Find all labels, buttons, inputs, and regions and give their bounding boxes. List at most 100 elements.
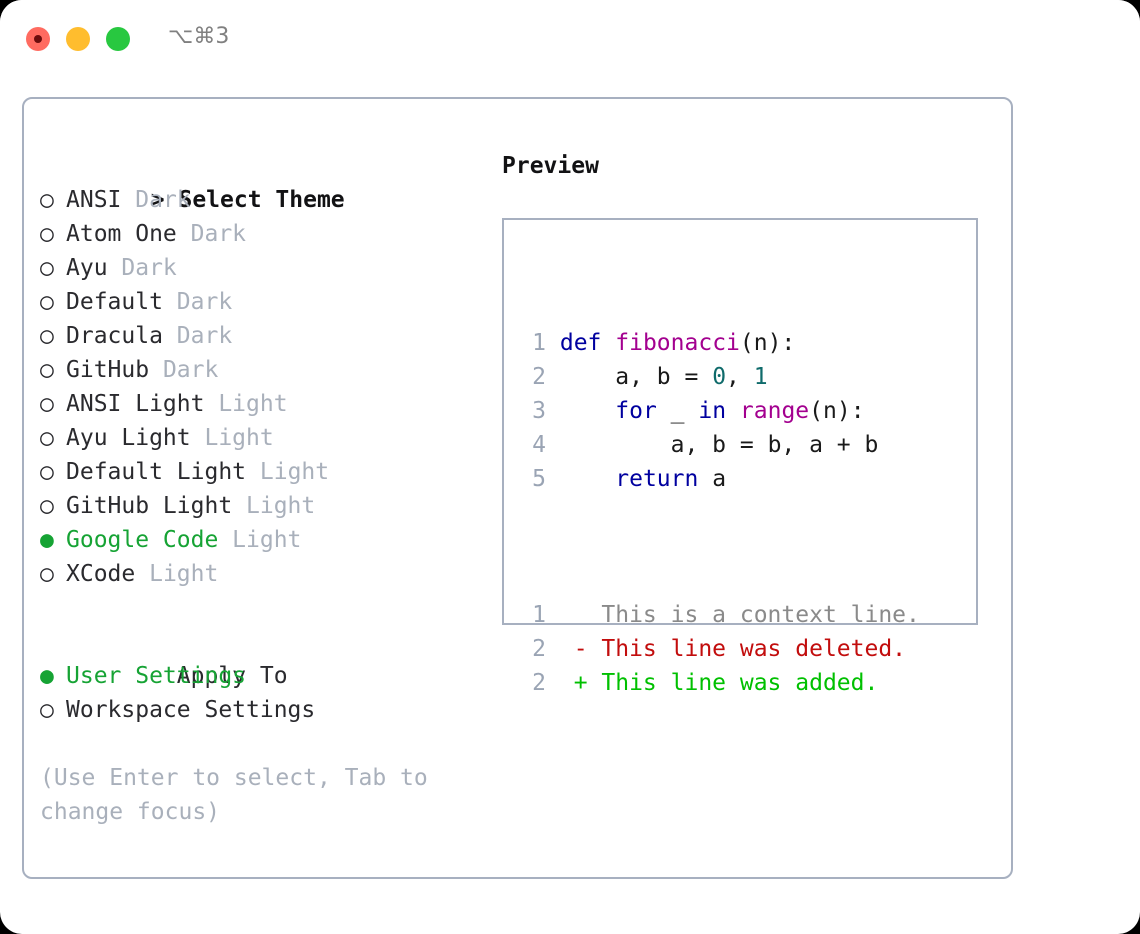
radio-unselected-icon: ○: [40, 289, 68, 315]
keyboard-hint-text: (Use Enter to select, Tab to change focu…: [40, 765, 442, 825]
radio-unselected-icon: ○: [40, 323, 68, 349]
radio-unselected-icon: ○: [40, 187, 68, 213]
code-line: 3 for _ in range(n):: [520, 394, 920, 428]
theme-option-xcode[interactable]: ○ XCode Light: [40, 557, 480, 591]
apply-to-option-list: ● User Settings○ Workspace Settings: [40, 659, 480, 727]
theme-name-label: ANSI Light: [66, 391, 219, 417]
theme-option-atom-one[interactable]: ○ Atom One Dark: [40, 217, 480, 251]
close-window-button[interactable]: [26, 27, 50, 51]
maximize-window-button[interactable]: [106, 27, 130, 51]
keyboard-shortcut-label: ⌥⌘3: [168, 24, 230, 49]
theme-variant-label: Light: [218, 391, 288, 417]
code-line: 5 return a: [520, 462, 920, 496]
radio-unselected-icon: ○: [40, 561, 68, 587]
diff-line-text: This is a context line.: [546, 602, 920, 628]
preview-title: Preview: [502, 153, 599, 179]
theme-option-ayu[interactable]: ○ Ayu Dark: [40, 251, 480, 285]
line-number: 2: [532, 364, 546, 390]
radio-unselected-icon: ○: [40, 459, 68, 485]
theme-option-github[interactable]: ○ GitHub Dark: [40, 353, 480, 387]
theme-option-dracula[interactable]: ○ Dracula Dark: [40, 319, 480, 353]
diff-sample-block: 1 This is a context line. 2 - This line w…: [520, 598, 920, 700]
theme-picker-card: > Select Theme ○ ANSI Dark○ Atom One Dar…: [22, 97, 1013, 879]
theme-name-label: Google Code: [66, 527, 233, 553]
code-token-pl: a, b = b, a + b: [559, 432, 879, 458]
line-gutter-space: [546, 330, 560, 356]
apply-to-label: Workspace Settings: [66, 697, 316, 723]
theme-name-label: Dracula: [66, 323, 177, 349]
code-token-num: 0: [712, 364, 727, 390]
line-gutter-space: [546, 432, 560, 458]
code-token-num: 1: [753, 364, 768, 390]
select-theme-title: Select Theme: [178, 187, 345, 213]
code-line: 1 def fibonacci(n):: [520, 326, 920, 360]
theme-option-list: ○ ANSI Dark○ Atom One Dark○ Ayu Dark○ De…: [40, 183, 480, 591]
theme-variant-label: Light: [149, 561, 219, 587]
diff-line-text: - This line was deleted.: [546, 636, 907, 662]
theme-option-github-light[interactable]: ○ GitHub Light Light: [40, 489, 480, 523]
radio-selected-icon: ●: [40, 527, 68, 553]
line-number: 4: [532, 432, 546, 458]
theme-name-label: Default Light: [66, 459, 260, 485]
minimize-window-button[interactable]: [66, 27, 90, 51]
code-token-pl: ,: [726, 364, 754, 390]
theme-name-label: Default: [66, 289, 177, 315]
radio-unselected-icon: ○: [40, 221, 68, 247]
line-number: 2: [532, 670, 546, 696]
code-token-pl: a, b =: [559, 364, 713, 390]
theme-variant-label: Dark: [162, 357, 219, 383]
code-token-kw: def: [559, 330, 602, 356]
line-gutter-space: [546, 398, 560, 424]
title-bar: ⌥⌘3: [0, 0, 1140, 80]
code-line: 2 a, b = 0, 1: [520, 360, 920, 394]
theme-variant-label: Dark: [135, 187, 191, 213]
line-number: 5: [532, 466, 546, 492]
theme-name-label: ANSI: [66, 187, 136, 213]
code-token-pl: [601, 330, 615, 356]
code-token-fn: fibonacci: [615, 330, 740, 356]
theme-option-google-code[interactable]: ● Google Code Light: [40, 523, 480, 557]
radio-unselected-icon: ○: [40, 697, 68, 723]
code-token-pl: [726, 398, 740, 424]
apply-to-option-user-settings[interactable]: ● User Settings: [40, 659, 480, 693]
diff-line-add: 2 + This line was added.: [520, 666, 920, 700]
theme-variant-label: Dark: [176, 289, 233, 315]
code-token-kw: for: [615, 398, 657, 424]
code-token-kw: return: [615, 466, 699, 492]
apply-to-option-workspace-settings[interactable]: ○ Workspace Settings: [40, 693, 480, 727]
theme-name-label: Atom One: [66, 221, 191, 247]
code-token-fn: range: [739, 398, 810, 424]
theme-list-panel: > Select Theme ○ ANSI Dark○ Atom One Dar…: [40, 149, 480, 829]
theme-variant-label: Light: [259, 459, 330, 485]
line-gutter-space: [546, 364, 560, 390]
theme-name-label: GitHub: [66, 357, 163, 383]
code-token-pl: [560, 466, 615, 492]
theme-variant-label: Light: [246, 493, 316, 519]
radio-unselected-icon: ○: [40, 391, 68, 417]
apply-to-label: User Settings: [66, 663, 247, 689]
theme-option-ayu-light[interactable]: ○ Ayu Light Light: [40, 421, 480, 455]
theme-variant-label: Light: [204, 425, 274, 451]
theme-option-ansi-light[interactable]: ○ ANSI Light Light: [40, 387, 480, 421]
theme-option-ansi[interactable]: ○ ANSI Dark: [40, 183, 480, 217]
theme-variant-label: Dark: [190, 221, 247, 247]
line-number: 1: [532, 602, 546, 628]
theme-option-default-light[interactable]: ○ Default Light Light: [40, 455, 480, 489]
line-gutter-space: [546, 466, 560, 492]
code-token-pl: _: [656, 398, 699, 424]
theme-option-default[interactable]: ○ Default Dark: [40, 285, 480, 319]
theme-name-label: GitHub Light: [66, 493, 247, 519]
preview-panel: Preview 1 def fibonacci(n):2 a, b = 0, 1…: [502, 149, 992, 696]
theme-variant-label: Dark: [121, 255, 177, 281]
line-number: 1: [532, 330, 546, 356]
code-token-kw: in: [698, 398, 727, 424]
code-token-pl: (n):: [809, 398, 865, 424]
code-line: 4 a, b = b, a + b: [520, 428, 920, 462]
theme-variant-label: Dark: [176, 323, 233, 349]
radio-unselected-icon: ○: [40, 255, 68, 281]
theme-variant-label: Light: [232, 527, 302, 553]
select-theme-heading: > Select Theme: [40, 149, 480, 213]
radio-unselected-icon: ○: [40, 493, 68, 519]
